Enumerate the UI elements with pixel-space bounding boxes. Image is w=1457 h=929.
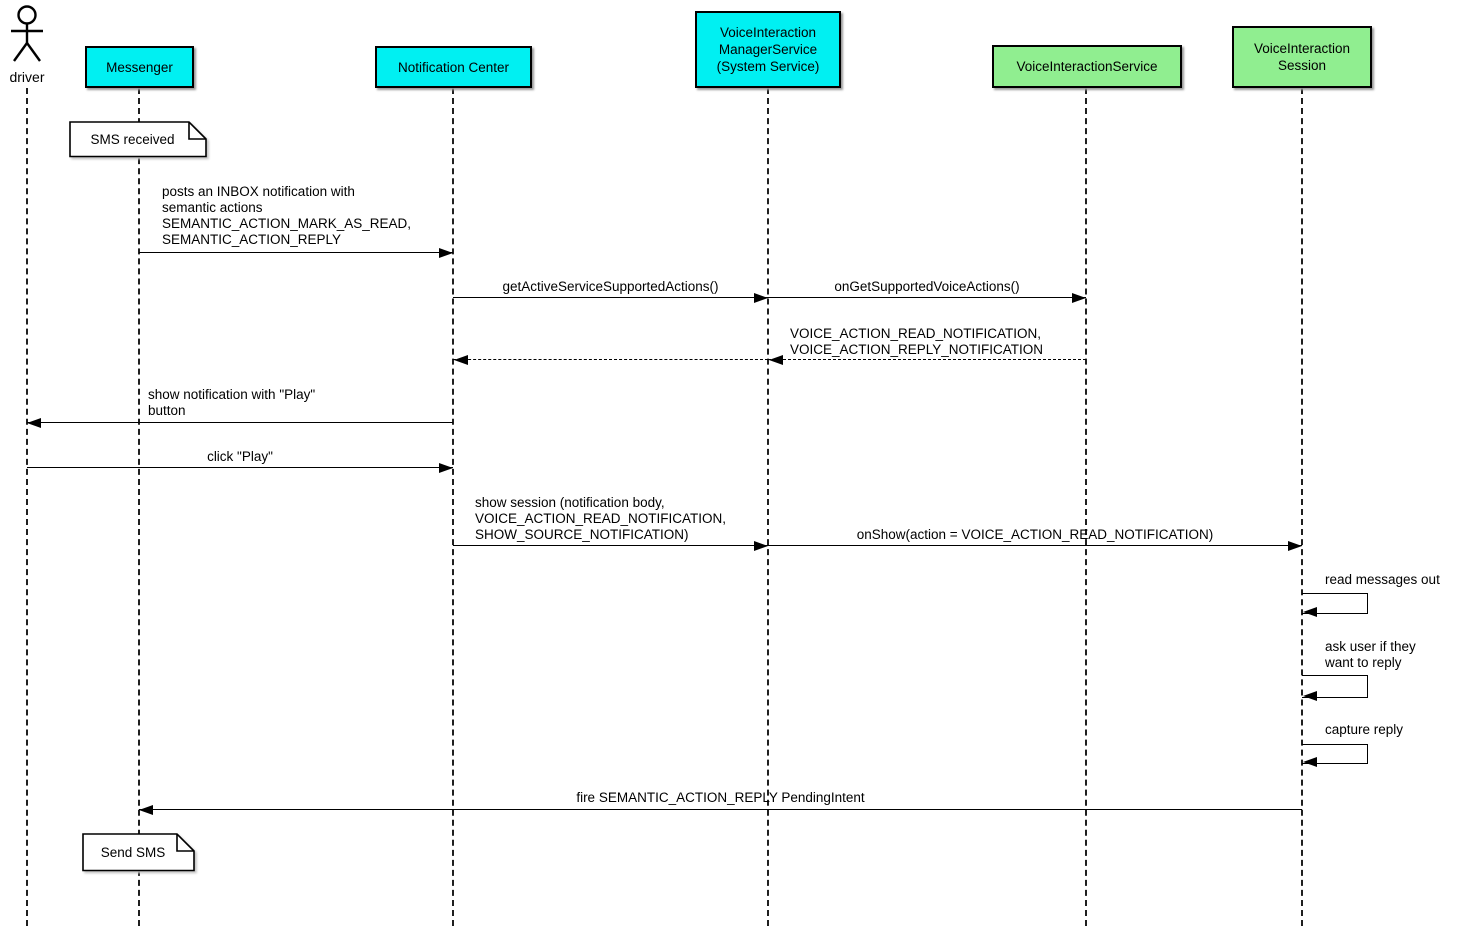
arrowhead-left-icon xyxy=(769,355,783,365)
note-label: Send SMS xyxy=(100,845,166,860)
note-send-sms: Send SMS xyxy=(82,833,196,872)
self-message-loop xyxy=(1302,744,1368,764)
actor-stick-figure-icon xyxy=(11,5,43,62)
lifeline-voice-interaction-service xyxy=(1085,88,1087,926)
message-line xyxy=(768,297,1086,298)
note-sms-received: SMS received xyxy=(69,121,208,158)
message-label: ask user if they want to reply xyxy=(1325,639,1416,670)
participant-voice-interaction-manager-service: VoiceInteraction ManagerService (System … xyxy=(695,11,841,88)
arrowhead-left-icon xyxy=(139,805,153,815)
lifeline-messenger xyxy=(138,88,140,926)
arrowhead-left-icon xyxy=(454,355,468,365)
message-line xyxy=(27,467,453,468)
arrowhead-left-icon xyxy=(1303,607,1317,617)
arrowhead-right-icon xyxy=(439,463,453,473)
message-line xyxy=(139,252,453,253)
self-message-loop xyxy=(1302,593,1368,614)
self-message-loop xyxy=(1302,675,1368,698)
participant-notification-center: Notification Center xyxy=(375,46,532,88)
message-line xyxy=(453,297,768,298)
message-label: show session (notification body, VOICE_A… xyxy=(475,495,727,542)
lifeline-voice-interaction-session xyxy=(1301,88,1303,926)
arrowhead-right-icon xyxy=(1072,293,1086,303)
message-line xyxy=(27,422,453,423)
message-label: capture reply xyxy=(1325,722,1404,737)
message-label: getActiveServiceSupportedActions() xyxy=(502,279,719,294)
message-label: onGetSupportedVoiceActions() xyxy=(834,279,1020,294)
message-label: read messages out xyxy=(1325,572,1440,587)
message-label: show notification with "Play" button xyxy=(148,387,316,418)
arrowhead-right-icon xyxy=(439,248,453,258)
arrowhead-right-icon xyxy=(754,293,768,303)
note-shape-icon xyxy=(69,121,207,158)
message-label: fire SEMANTIC_ACTION_REPLY PendingIntent xyxy=(576,790,865,805)
message-line xyxy=(768,545,1302,546)
arrowhead-left-icon xyxy=(1303,757,1317,767)
arrowhead-right-icon xyxy=(754,541,768,551)
lifeline-notification-center xyxy=(452,88,454,926)
participant-messenger: Messenger xyxy=(85,46,194,88)
message-line xyxy=(453,545,768,546)
message-label: click "Play" xyxy=(207,449,273,464)
note-shape-icon xyxy=(82,833,195,872)
message-return-line xyxy=(768,359,1086,360)
message-label: VOICE_ACTION_READ_NOTIFICATION, VOICE_AC… xyxy=(790,326,1044,357)
message-label: onShow(action = VOICE_ACTION_READ_NOTIFI… xyxy=(856,527,1214,542)
arrowhead-left-icon xyxy=(1303,691,1317,701)
message-return-line xyxy=(453,359,768,360)
message-line xyxy=(139,809,1302,810)
arrowhead-left-icon xyxy=(27,418,41,428)
participant-voice-interaction-session: VoiceInteraction Session xyxy=(1232,26,1372,88)
participant-voice-interaction-service: VoiceInteractionService xyxy=(992,45,1182,88)
note-label: SMS received xyxy=(90,132,175,147)
lifeline-driver xyxy=(26,88,28,926)
lifeline-voice-interaction-manager-service xyxy=(767,88,769,926)
message-label: posts an INBOX notification with semanti… xyxy=(162,184,412,247)
arrowhead-right-icon xyxy=(1288,541,1302,551)
actor-label: driver xyxy=(9,69,45,85)
